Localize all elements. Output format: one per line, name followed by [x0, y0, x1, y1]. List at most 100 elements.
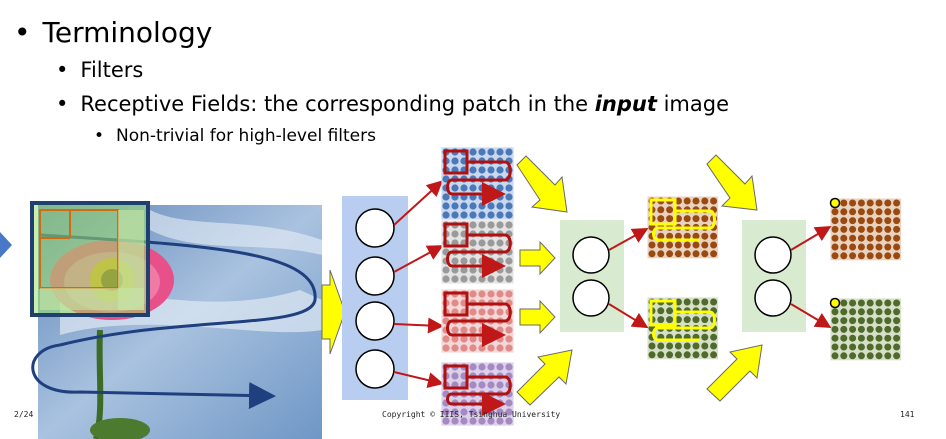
yellow-arrow-icon — [706, 344, 763, 402]
feature-unit-dot — [683, 316, 691, 324]
bullet-dot: • — [94, 126, 105, 146]
feature-unit-dot — [710, 232, 718, 240]
feature-unit-dot — [840, 343, 848, 351]
feature-unit-dot — [701, 351, 709, 359]
feature-unit-dot — [487, 221, 495, 229]
feature-unit-dot — [893, 317, 901, 325]
feature-unit-dot — [692, 250, 700, 258]
feature-unit-dot — [451, 299, 459, 307]
feature-unit-dot — [469, 202, 477, 210]
feature-unit-dot — [442, 408, 450, 416]
feature-unit-dot — [666, 307, 674, 315]
feature-unit-dot — [478, 308, 486, 316]
feature-unit-dot — [701, 316, 709, 324]
feature-unit-dot — [478, 257, 486, 265]
feature-unit-dot — [884, 243, 892, 251]
feature-unit-dot — [469, 363, 477, 371]
feature-unit-dot — [831, 234, 839, 242]
feature-unit-dot — [460, 266, 468, 274]
feature-unit-dot — [701, 342, 709, 350]
feature-unit-dot — [451, 202, 459, 210]
feature-unit-dot — [657, 232, 665, 240]
feature-unit-dot — [849, 352, 857, 360]
feature-unit-dot — [875, 343, 883, 351]
feature-unit-dot — [692, 197, 700, 205]
feature-unit-dot — [849, 243, 857, 251]
feature-unit-dot — [451, 266, 459, 274]
feature-unit-dot — [648, 342, 656, 350]
feature-unit-dot — [460, 335, 468, 343]
feature-unit-dot — [831, 308, 839, 316]
feature-unit-dot — [866, 352, 874, 360]
feature-unit-dot — [469, 211, 477, 219]
feature-unit-dot — [657, 241, 665, 249]
feature-unit-dot — [666, 351, 674, 359]
feature-unit-dot — [451, 275, 459, 283]
feature-unit-dot — [875, 225, 883, 233]
feature-unit-dot — [496, 239, 504, 247]
feature-unit-dot — [710, 333, 718, 341]
feature-unit-dot — [831, 217, 839, 225]
feature-unit-dot — [460, 408, 468, 416]
feature-unit-dot — [496, 326, 504, 334]
feature-unit-dot — [849, 234, 857, 242]
feature-unit-dot — [683, 215, 691, 223]
feature-unit-dot — [505, 399, 513, 407]
feature-unit-dot — [893, 252, 901, 260]
feature-unit-dot — [505, 221, 513, 229]
feature-unit-dot — [857, 334, 865, 342]
feature-unit-dot — [657, 250, 665, 258]
feature-unit-dot — [469, 266, 477, 274]
feature-unit-dot — [496, 211, 504, 219]
feature-unit-dot — [487, 381, 495, 389]
feature-unit-dot — [692, 316, 700, 324]
bullet-filters: •Filters — [56, 58, 143, 82]
feature-unit-dot — [478, 344, 486, 352]
feature-unit-dot — [857, 343, 865, 351]
feature-unit-dot — [666, 250, 674, 258]
feature-unit-dot — [478, 363, 486, 371]
feature-unit-dot — [840, 217, 848, 225]
feature-unit-dot — [849, 308, 857, 316]
feature-unit-dot — [884, 308, 892, 316]
feature-unit-dot — [496, 344, 504, 352]
left-arrow-icon — [0, 232, 12, 258]
feature-unit-dot — [487, 148, 495, 156]
feature-unit-dot — [666, 241, 674, 249]
feature-unit-dot — [884, 299, 892, 307]
feature-unit-dot — [831, 243, 839, 251]
feature-unit-dot — [701, 232, 709, 240]
feature-unit-dot — [496, 275, 504, 283]
feature-unit-dot — [840, 199, 848, 207]
feature-unit-dot — [884, 317, 892, 325]
bullet-filters-text: Filters — [80, 58, 144, 82]
feature-unit-dot — [692, 298, 700, 306]
yellow-arrow-icon — [519, 299, 556, 335]
receptive-unit-marker — [829, 297, 841, 309]
feature-unit-dot — [505, 335, 513, 343]
feature-unit-dot — [451, 344, 459, 352]
feature-unit-dot — [487, 344, 495, 352]
feature-unit-dot — [840, 208, 848, 216]
feature-unit-dot — [683, 351, 691, 359]
feature-unit-dot — [884, 325, 892, 333]
feature-unit-dot — [478, 166, 486, 174]
feature-unit-dot — [884, 343, 892, 351]
feature-unit-dot — [469, 381, 477, 389]
feature-unit-dot — [442, 202, 450, 210]
feature-unit-dot — [866, 243, 874, 251]
feature-unit-dot — [460, 344, 468, 352]
feature-unit-dot — [840, 299, 848, 307]
feature-unit-dot — [893, 352, 901, 360]
feature-unit-dot — [478, 290, 486, 298]
feature-unit-dot — [884, 334, 892, 342]
feature-unit-dot — [496, 148, 504, 156]
feature-unit-dot — [460, 417, 468, 425]
feature-unit-dot — [469, 221, 477, 229]
feature-unit-dot — [505, 290, 513, 298]
feature-unit-dot — [893, 343, 901, 351]
feature-unit-dot — [648, 351, 656, 359]
feature-unit-dot — [487, 257, 495, 265]
feature-unit-dot — [840, 325, 848, 333]
yellow-arrow-icon — [516, 155, 568, 213]
